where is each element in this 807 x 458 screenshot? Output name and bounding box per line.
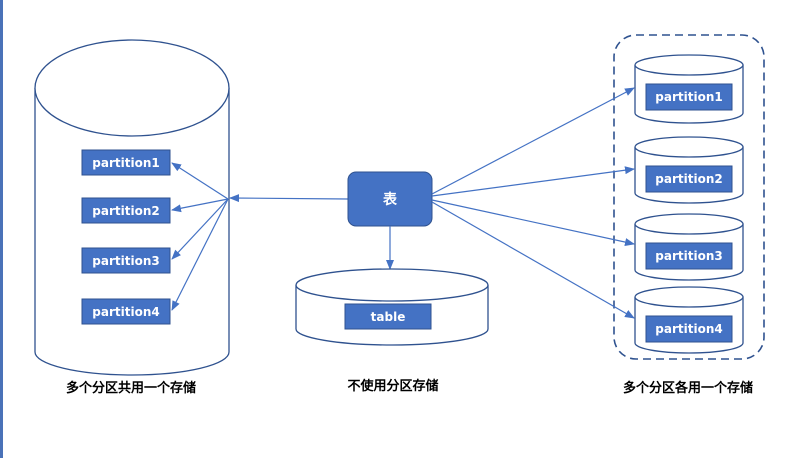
shared-storage-caption: 多个分区共用一个存储 (66, 380, 196, 396)
shared-partition-box-1: partition1 (81, 149, 171, 176)
separate-storage-cylinder-1: partition1 (634, 54, 744, 124)
separate-partition-label-4: partition4 (655, 322, 722, 336)
shared-partition-box-4: partition4 (81, 298, 171, 325)
separate-storage-group (613, 34, 765, 360)
separate-partition-label-1: partition1 (655, 90, 722, 104)
separate-fan-arrows (431, 87, 635, 319)
shared-partition-label-1: partition1 (92, 156, 159, 170)
table-storage-box: table (344, 303, 432, 330)
separate-storage-cylinder-3: partition3 (634, 213, 744, 281)
shared-partition-label-4: partition4 (92, 305, 159, 319)
separate-storage-cylinder-4: partition4 (634, 286, 744, 354)
table-node-label: 表 (382, 191, 398, 208)
separate-storage-caption: 多个分区各用一个存储 (623, 380, 753, 396)
left-edge-rule (0, 0, 3, 458)
separate-partition-label-2: partition2 (655, 172, 722, 186)
arrow-to-shared-storage (229, 194, 349, 203)
separate-partition-label-3: partition3 (655, 249, 722, 263)
table-node: 表 (347, 171, 433, 227)
table-storage-label: table (371, 310, 406, 324)
shared-partition-box-2: partition2 (81, 197, 171, 224)
shared-partition-label-3: partition3 (92, 254, 159, 268)
shared-partition-label-2: partition2 (92, 204, 159, 218)
shared-partition-box-3: partition3 (81, 247, 171, 274)
no-partition-caption: 不使用分区存储 (347, 378, 438, 394)
separate-storage-cylinder-2: partition2 (634, 136, 744, 204)
shared-fan-arrows (171, 162, 229, 311)
